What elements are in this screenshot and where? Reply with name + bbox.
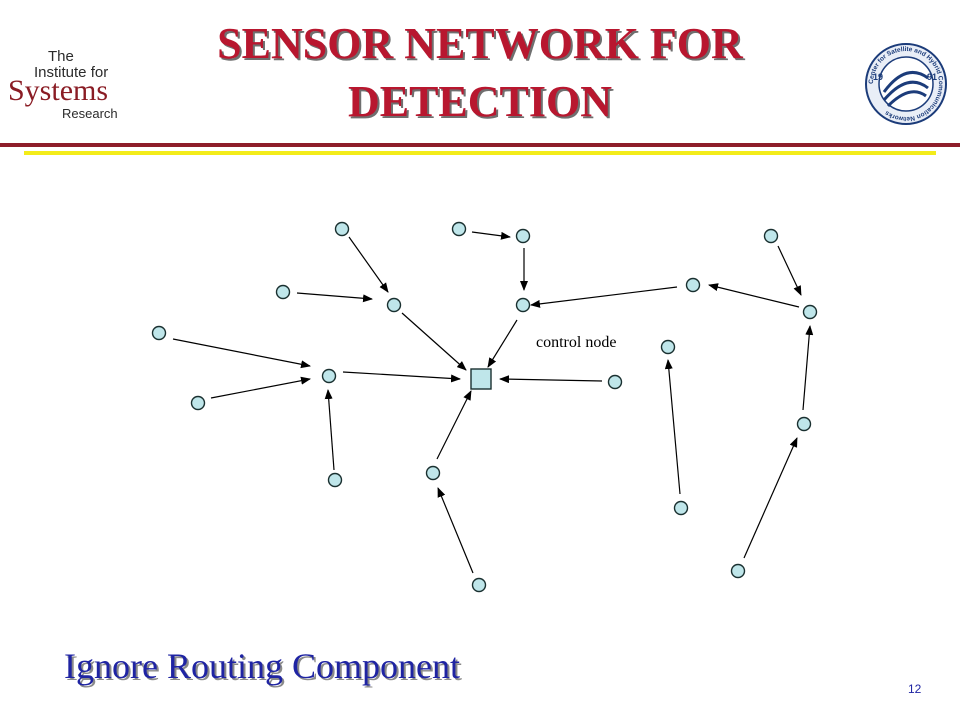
edges <box>172 231 814 574</box>
isr-logo-line4: Research <box>62 106 118 121</box>
edge <box>342 371 461 383</box>
isr-logo-line2: Institute for <box>34 64 109 81</box>
cshcn-logo: Center for Satellite and Hybrid Communic… <box>865 43 947 125</box>
sensor-node <box>151 325 167 341</box>
sensor-node <box>796 416 812 432</box>
sensor-nodes <box>151 221 818 593</box>
slide-title-line2: DETECTION <box>347 77 613 126</box>
slide-subtitle: Ignore Routing Component <box>64 646 460 686</box>
edge <box>743 437 798 559</box>
edge <box>401 312 467 371</box>
sensor-node <box>763 228 779 244</box>
isr-logo-line1: The <box>48 48 74 65</box>
control-node <box>470 368 492 390</box>
edge <box>487 319 518 368</box>
edge <box>348 236 389 293</box>
sensor-node <box>685 277 701 293</box>
control-node-label: control node <box>536 334 617 351</box>
cshcn-year-right: 91 <box>927 72 937 82</box>
slide-title-line1: SENSOR NETWORK FOR <box>217 19 743 68</box>
sensor-node <box>515 297 531 313</box>
edge <box>708 283 800 308</box>
edge <box>777 245 802 296</box>
isr-logo-line3: Systems <box>8 74 109 107</box>
edge <box>530 286 678 308</box>
sensor-node <box>190 395 206 411</box>
edge <box>802 325 814 411</box>
sensor-node <box>660 339 676 355</box>
header-rule-dark <box>0 143 960 147</box>
edge <box>172 338 311 369</box>
sensor-node <box>386 297 402 313</box>
edge <box>324 389 335 471</box>
sensor-node <box>451 221 467 237</box>
sensor-node <box>321 368 337 384</box>
sensor-node <box>334 221 350 237</box>
cshcn-year-left: 19 <box>873 72 883 82</box>
sensor-node <box>425 465 441 481</box>
header-rule-yellow <box>24 151 936 155</box>
page-number: 12 <box>908 682 922 696</box>
edge <box>437 487 474 574</box>
edge <box>664 359 681 495</box>
sensor-node <box>673 500 689 516</box>
sensor-node <box>327 472 343 488</box>
sensor-node <box>607 374 623 390</box>
edge <box>210 376 311 399</box>
edge <box>296 292 373 303</box>
isr-logo: The Institute for Systems Research <box>8 48 128 121</box>
sensor-node <box>275 284 291 300</box>
edge <box>471 231 511 240</box>
sensor-node <box>515 228 531 244</box>
sensor-node <box>802 304 818 320</box>
sensor-node <box>730 563 746 579</box>
edge <box>499 375 603 384</box>
edge <box>436 390 472 460</box>
sensor-node <box>471 577 487 593</box>
